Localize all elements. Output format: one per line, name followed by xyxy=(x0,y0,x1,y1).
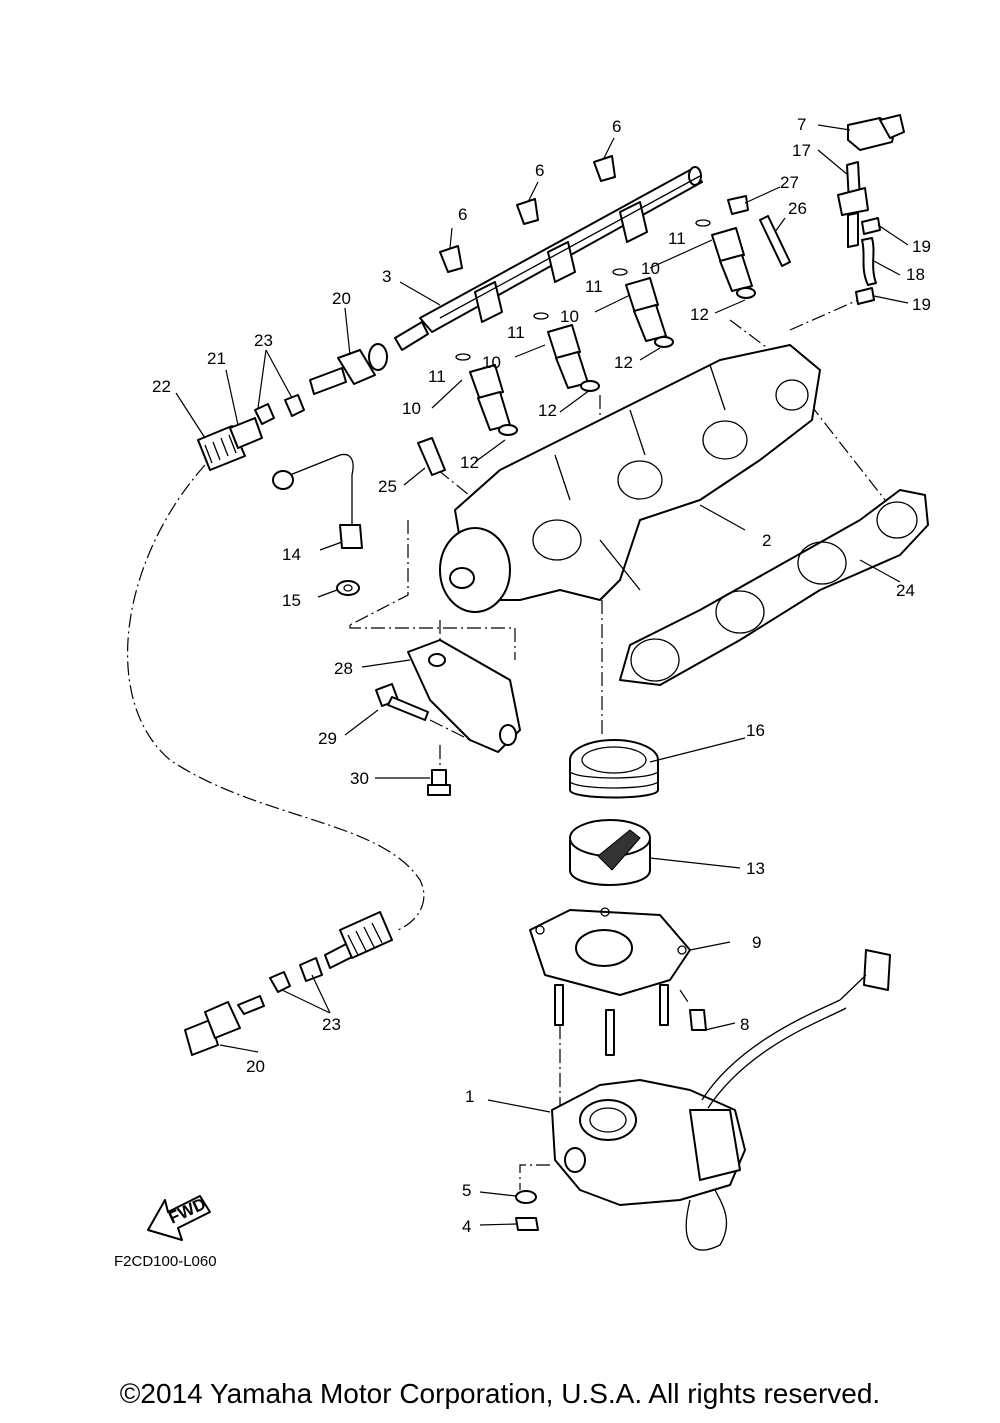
label-part-11b: 11 xyxy=(507,323,525,342)
diagram-code: F2CD100-L060 xyxy=(114,1253,217,1270)
label-part-11d: 11 xyxy=(668,229,686,248)
label-part-6b: 6 xyxy=(535,161,544,180)
copyright-notice: ©2014 Yamaha Motor Corporation, U.S.A. A… xyxy=(119,1378,881,1409)
temperature-sensor xyxy=(272,453,363,596)
throttle-body xyxy=(551,949,891,1251)
injectors xyxy=(455,219,756,436)
pressure-sensor-assembly xyxy=(837,114,905,305)
label-part-25: 25 xyxy=(378,477,397,496)
forward-arrow: FWD xyxy=(147,1194,211,1241)
rail-bolts xyxy=(439,155,616,273)
bolt-25 xyxy=(417,437,446,476)
label-part-8: 8 xyxy=(740,1015,749,1034)
label-part-10a: 10 xyxy=(402,399,421,418)
throttle-screen xyxy=(569,819,651,886)
label-part-30: 30 xyxy=(350,769,369,788)
label-part-12d: 12 xyxy=(690,305,709,324)
throttle-seal xyxy=(569,739,659,799)
fuel-rail xyxy=(394,166,703,351)
label-part-1: 1 xyxy=(465,1087,474,1106)
label-part-20a: 20 xyxy=(332,289,351,308)
label-part-27: 27 xyxy=(780,173,799,192)
label-part-7: 7 xyxy=(797,115,806,134)
label-part-23a: 23 xyxy=(254,331,273,350)
label-part-6a: 6 xyxy=(458,205,467,224)
label-part-12b: 12 xyxy=(538,401,557,420)
label-part-9: 9 xyxy=(752,933,761,952)
washer-and-nut xyxy=(515,1190,539,1231)
label-part-29: 29 xyxy=(318,729,337,748)
throttle-gasket-plate xyxy=(529,907,707,1056)
manifold-gasket xyxy=(619,489,929,686)
label-part-10b: 10 xyxy=(482,353,501,372)
label-part-4: 4 xyxy=(462,1217,471,1236)
leader-lines xyxy=(175,124,909,1226)
label-part-3: 3 xyxy=(382,267,391,286)
label-part-2: 2 xyxy=(762,531,771,550)
harness-connector-bottom xyxy=(184,911,393,1056)
label-part-11a: 11 xyxy=(428,367,446,386)
intake-manifold xyxy=(439,344,821,613)
bracket xyxy=(375,639,521,796)
label-part-21: 21 xyxy=(207,349,226,368)
label-part-22: 22 xyxy=(152,377,171,396)
label-part-13: 13 xyxy=(746,859,765,878)
label-part-24: 24 xyxy=(896,581,915,600)
label-part-26: 26 xyxy=(788,199,807,218)
label-part-10c: 10 xyxy=(560,307,579,326)
label-part-12a: 12 xyxy=(460,453,479,472)
label-part-19b: 19 xyxy=(912,295,931,314)
label-part-5: 5 xyxy=(462,1181,471,1200)
label-part-23b: 23 xyxy=(322,1015,341,1034)
label-part-16: 16 xyxy=(746,721,765,740)
label-part-20b: 20 xyxy=(246,1057,265,1076)
label-part-17: 17 xyxy=(792,141,811,160)
label-part-19a: 19 xyxy=(912,237,931,256)
label-part-15: 15 xyxy=(282,591,301,610)
label-part-28: 28 xyxy=(334,659,353,678)
label-part-11c: 11 xyxy=(585,277,603,296)
label-part-6c: 6 xyxy=(612,117,621,136)
part-number-labels: 1 2 3 4 5 6 6 6 7 8 9 10 10 10 10 11 11 … xyxy=(152,115,931,1236)
harness-connector-top xyxy=(197,343,388,471)
stud-and-nut xyxy=(727,195,791,267)
label-part-14: 14 xyxy=(282,545,301,564)
label-part-18: 18 xyxy=(906,265,925,284)
label-part-10d: 10 xyxy=(641,259,660,278)
label-part-12c: 12 xyxy=(614,353,633,372)
